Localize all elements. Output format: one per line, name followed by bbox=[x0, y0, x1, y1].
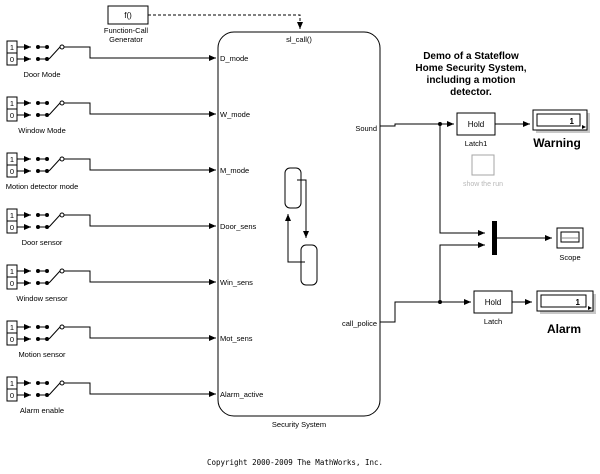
chart-trigger-label: sl_call() bbox=[286, 35, 312, 44]
constant-one-value: 1 bbox=[10, 267, 14, 276]
scope-label: Scope bbox=[559, 253, 580, 262]
input-label: Door Mode bbox=[23, 70, 60, 79]
chart-input-port: M_mode bbox=[220, 166, 249, 175]
chart-input-port: Win_sens bbox=[220, 278, 253, 287]
demo-title: Demo of a Stateflow Home Security System… bbox=[415, 51, 526, 98]
state-icon-top bbox=[284, 167, 302, 209]
manual-switch[interactable] bbox=[36, 44, 65, 61]
chart-input-port: Mot_sens bbox=[220, 334, 253, 343]
constant-one-value: 1 bbox=[10, 323, 14, 332]
state-icon-bottom bbox=[300, 244, 318, 286]
manual-switch[interactable] bbox=[36, 324, 65, 341]
manual-switch[interactable] bbox=[36, 156, 65, 173]
function-call-label-line2: Generator bbox=[109, 35, 143, 44]
constant-one-value: 1 bbox=[10, 379, 14, 388]
constant-zero-value: 0 bbox=[10, 223, 14, 232]
function-call-label-line1: Function-Call bbox=[104, 26, 149, 35]
constant-zero-value: 0 bbox=[10, 279, 14, 288]
input-label: Door sensor bbox=[22, 238, 63, 247]
faint-label: show the run bbox=[463, 181, 503, 188]
manual-switch[interactable] bbox=[36, 100, 65, 117]
alarm-value: 1 bbox=[576, 298, 581, 307]
faint-block[interactable] bbox=[471, 154, 495, 176]
constant-zero-block[interactable]: 0 bbox=[6, 220, 18, 234]
chart-input-port: D_mode bbox=[220, 54, 248, 63]
chart-input-port: W_mode bbox=[220, 110, 250, 119]
chart-name: Security System bbox=[272, 420, 326, 429]
constant-one-value: 1 bbox=[10, 155, 14, 164]
constant-zero-value: 0 bbox=[10, 335, 14, 344]
security-system-chart[interactable] bbox=[217, 31, 381, 417]
manual-switch[interactable] bbox=[36, 268, 65, 285]
warning-label: Warning bbox=[533, 136, 581, 150]
constant-one-value: 1 bbox=[10, 211, 14, 220]
input-label: Alarm enable bbox=[20, 406, 64, 415]
constant-zero-block[interactable]: 0 bbox=[6, 164, 18, 178]
warning-value: 1 bbox=[570, 117, 575, 126]
latch1-text: Hold bbox=[468, 120, 484, 129]
constant-one-block[interactable]: 1 bbox=[6, 264, 18, 278]
function-call-block-text: f() bbox=[124, 11, 132, 20]
input-label: Window Mode bbox=[18, 126, 66, 135]
title-line-1: Demo of a Stateflow bbox=[423, 51, 519, 62]
constant-zero-block[interactable]: 0 bbox=[6, 332, 18, 346]
constant-zero-value: 0 bbox=[10, 55, 14, 64]
copyright-text: Copyright 2000-2009 The MathWorks, Inc. bbox=[207, 458, 383, 467]
manual-switch[interactable] bbox=[36, 212, 65, 229]
input-label: Window sensor bbox=[16, 294, 68, 303]
constant-one-block[interactable]: 1 bbox=[6, 208, 18, 222]
constant-zero-value: 0 bbox=[10, 167, 14, 176]
manual-switch[interactable] bbox=[36, 380, 65, 397]
constant-one-block[interactable]: 1 bbox=[6, 96, 18, 110]
output-wires bbox=[380, 121, 552, 323]
latch1-name: Latch1 bbox=[465, 139, 488, 148]
constant-zero-block[interactable]: 0 bbox=[6, 388, 18, 402]
constant-one-value: 1 bbox=[10, 99, 14, 108]
latch-block[interactable]: Hold bbox=[473, 290, 513, 314]
function-call-signal bbox=[148, 14, 303, 29]
chart-input-port: Door_sens bbox=[220, 222, 257, 231]
title-line-3: including a motion bbox=[427, 75, 516, 86]
warning-display[interactable]: 1 bbox=[532, 109, 590, 133]
title-line-2: Home Security System, bbox=[415, 63, 526, 74]
title-line-4: detector. bbox=[450, 87, 492, 98]
input-label: Motion detector mode bbox=[6, 182, 79, 191]
constant-one-value: 1 bbox=[10, 43, 14, 52]
constant-zero-value: 0 bbox=[10, 391, 14, 400]
latch-text: Hold bbox=[485, 298, 501, 307]
constant-one-block[interactable]: 1 bbox=[6, 320, 18, 334]
chart-input-port: Alarm_active bbox=[220, 390, 263, 399]
constant-one-block[interactable]: 1 bbox=[6, 40, 18, 54]
constant-zero-block[interactable]: 0 bbox=[6, 108, 18, 122]
constant-zero-block[interactable]: 0 bbox=[6, 52, 18, 66]
input-label: Motion sensor bbox=[18, 350, 66, 359]
latch1-block[interactable]: Hold bbox=[456, 112, 496, 136]
scope-block[interactable] bbox=[556, 227, 584, 249]
chart-output-sound: Sound bbox=[355, 124, 377, 133]
function-call-generator[interactable]: f() bbox=[107, 5, 149, 25]
constant-zero-value: 0 bbox=[10, 111, 14, 120]
constant-one-block[interactable]: 1 bbox=[6, 376, 18, 390]
alarm-label: Alarm bbox=[547, 322, 581, 336]
constant-one-block[interactable]: 1 bbox=[6, 152, 18, 166]
alarm-display[interactable]: 1 bbox=[536, 290, 596, 314]
constant-zero-block[interactable]: 0 bbox=[6, 276, 18, 290]
chart-output-police: call_police bbox=[342, 319, 377, 328]
latch-name: Latch bbox=[484, 317, 502, 326]
mux-block[interactable] bbox=[492, 221, 497, 255]
